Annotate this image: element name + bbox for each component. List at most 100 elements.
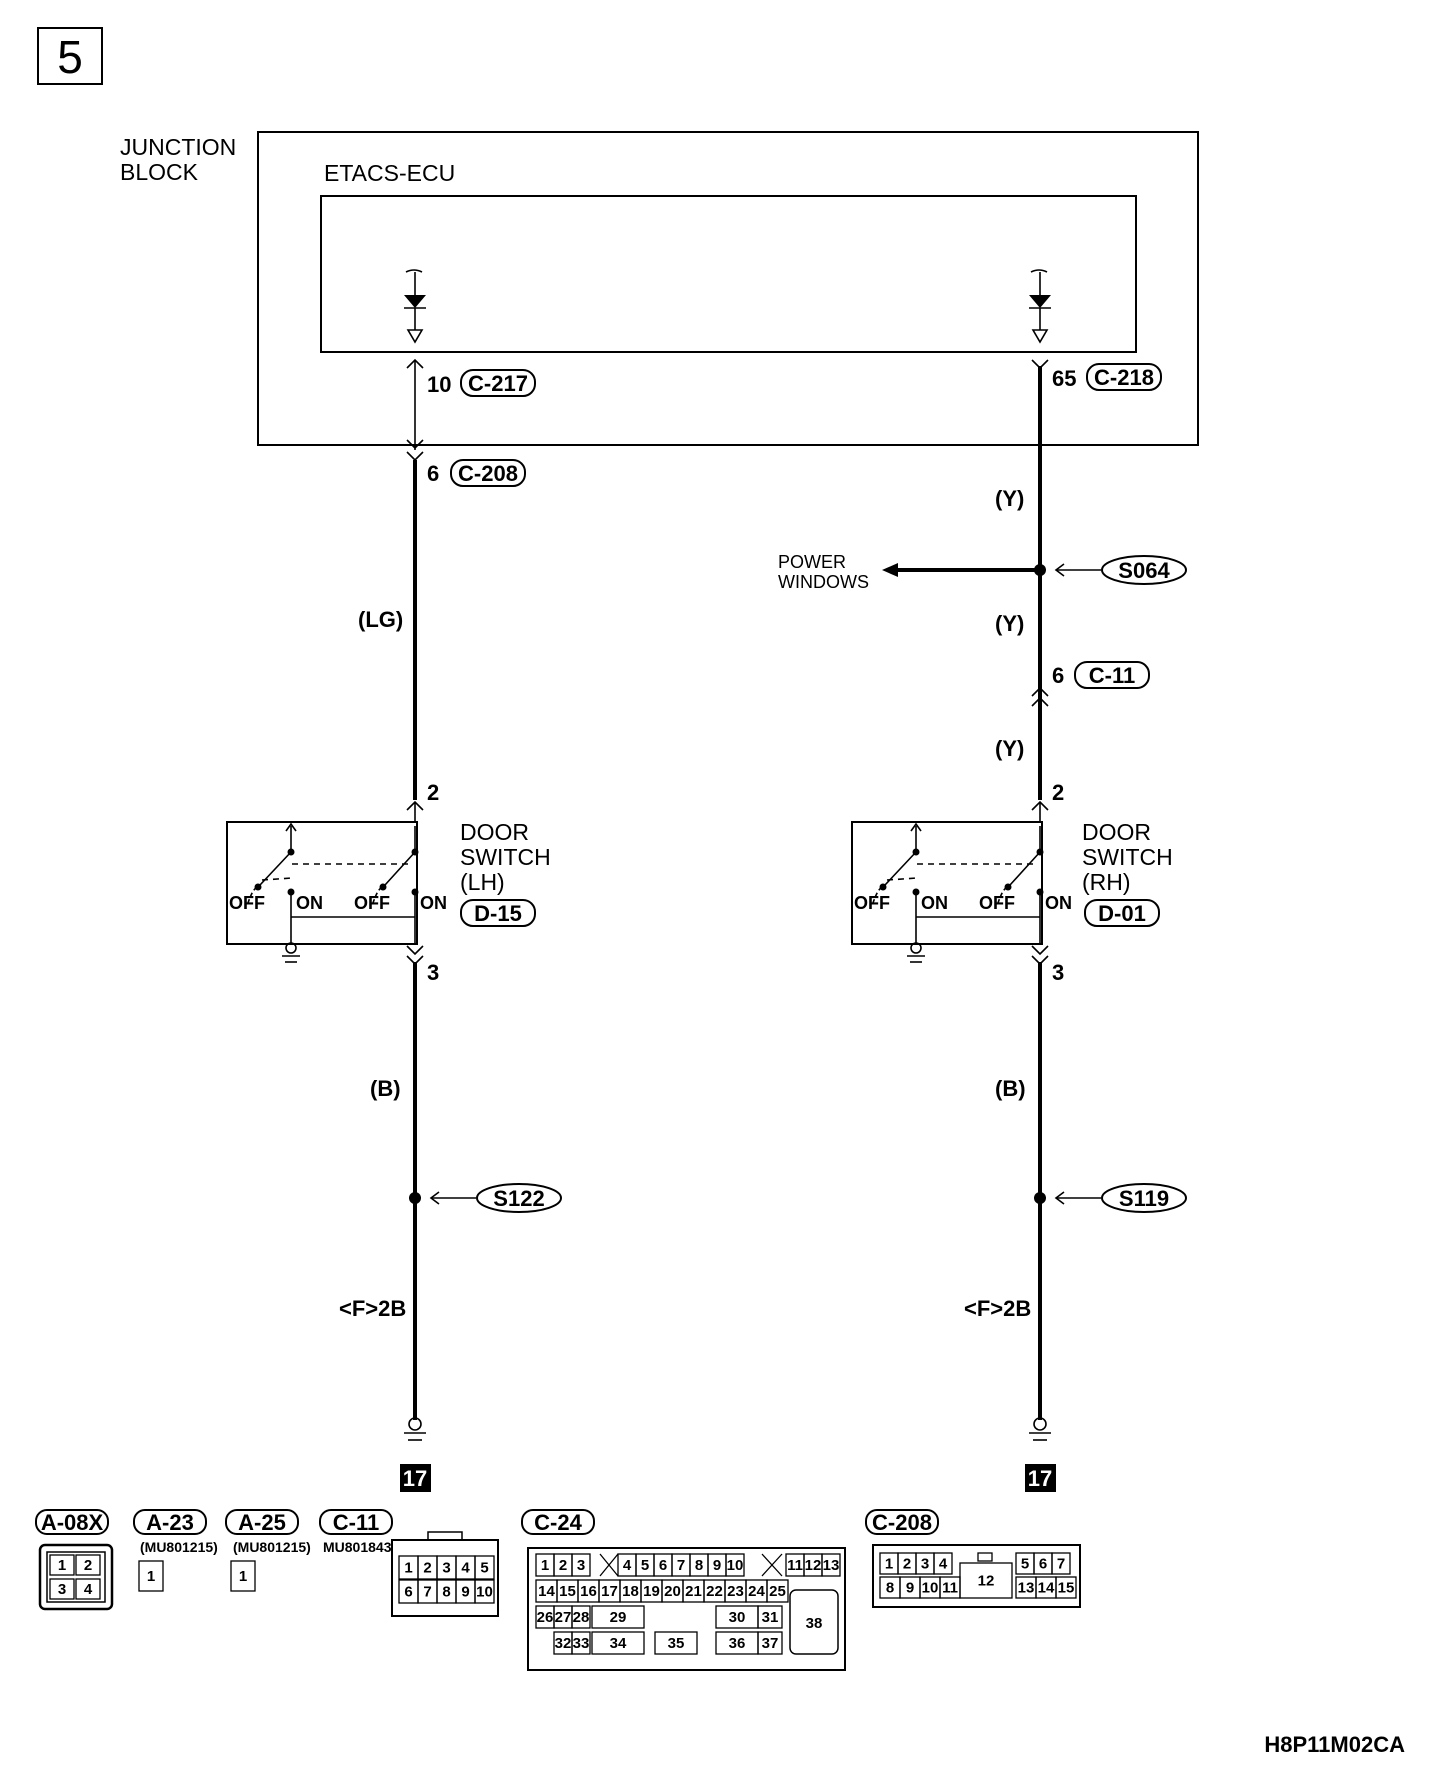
lh-on-label-1: ON	[296, 893, 323, 913]
connector-c24-pin: 3	[577, 1557, 585, 1574]
connector-a25-name: A-25	[238, 1510, 286, 1535]
connector-c208-pin: 3	[921, 1556, 929, 1573]
connector-c11-pin: 1	[404, 1560, 412, 1577]
connector-c24-pin: 37	[762, 1635, 779, 1652]
connector-c11-badge: C-11	[319, 1509, 393, 1535]
page-number-text: 5	[57, 31, 83, 83]
connector-c24-pin: 19	[643, 1583, 660, 1600]
ground-right	[1029, 1417, 1051, 1441]
connector-a08x-pin: 4	[84, 1581, 93, 1598]
rh-off-label-1: OFF	[854, 893, 890, 913]
lh-on-label-2: ON	[420, 893, 447, 913]
connector-c24-pin: 11	[787, 1557, 803, 1574]
left-ecu-connector-badge: C-217	[460, 369, 536, 397]
rh-switch-name-2: SWITCH	[1082, 844, 1173, 870]
connector-c24-pin: 20	[664, 1583, 681, 1600]
right-wire-color-2: (Y)	[995, 611, 1024, 636]
splice-s119-label: S119	[1119, 1186, 1169, 1211]
left-circuit: 10 C-217 6 C-208 (LG) 2	[226, 358, 562, 1492]
ground-left	[404, 1417, 426, 1441]
connector-c24-pin: 31	[762, 1609, 779, 1626]
connector-c208-pin: 15	[1058, 1580, 1075, 1597]
connector-c11-pin: 10	[476, 1584, 493, 1601]
connector-c24-pin: 8	[695, 1557, 703, 1574]
right-wire-color-bottom: (B)	[995, 1076, 1026, 1101]
connector-c208-badge: C-208	[865, 1509, 939, 1535]
right-switch-pin-bottom: 3	[1052, 960, 1064, 985]
connector-c208-pin: 7	[1057, 1556, 1065, 1573]
connector-a08x-pin: 2	[84, 1557, 92, 1574]
etacs-ecu: ETACS-ECU	[320, 160, 1137, 353]
lh-switch-name-1: DOOR	[460, 819, 529, 845]
connector-c24-pin: 36	[729, 1635, 746, 1652]
rh-off-label-2: OFF	[979, 893, 1015, 913]
connector-c208-pin: 11	[942, 1580, 958, 1597]
connector-c24-pin: 10	[727, 1557, 744, 1574]
connector-c208-pin: 4	[939, 1556, 948, 1573]
connector-c11-pin: 3	[442, 1560, 450, 1577]
connector-c24-pin: 27	[555, 1609, 572, 1626]
left-ecu-connector: C-217	[468, 371, 528, 396]
page-ref-left-text: 17	[403, 1466, 427, 1491]
lh-off-label-2: OFF	[354, 893, 390, 913]
connector-c24-badge: C-24	[521, 1509, 595, 1535]
left-ground-ref: <F>2B	[339, 1296, 406, 1321]
connector-c11-part: MU801843	[323, 1539, 392, 1555]
connector-c24-pin: 17	[601, 1583, 618, 1600]
right-ecu-connector: C-218	[1094, 365, 1154, 390]
splice-s122: S122	[476, 1183, 562, 1213]
connector-c24-pin: 7	[677, 1557, 685, 1574]
connector-c208-pin: 5	[1021, 1556, 1029, 1573]
connector-c24-pin: 23	[727, 1583, 744, 1600]
connector-a08x-pin: 1	[58, 1557, 66, 1574]
left-wire-color-top: (LG)	[358, 607, 403, 632]
lh-off-label-1: OFF	[229, 893, 265, 913]
connector-c24-pin: 13	[823, 1557, 840, 1574]
door-switch-rh: OFF ON OFF ON DOOR SWITCH (RH) D-01	[851, 802, 1173, 963]
connector-c11-pin: 2	[423, 1560, 431, 1577]
connector-a25-part: (MU801215)	[233, 1539, 311, 1555]
right-inline-pin: 6	[1052, 663, 1064, 688]
rh-switch-name-1: DOOR	[1082, 819, 1151, 845]
page-number: 5	[37, 27, 103, 85]
splice-s064-label: S064	[1118, 558, 1170, 583]
rh-on-label-1: ON	[921, 893, 948, 913]
connector-c11-pin: 5	[480, 1560, 488, 1577]
rh-switch-name-3: (RH)	[1082, 869, 1131, 895]
left-ecu-pin: 10	[427, 372, 451, 397]
connector-c24-pin: 15	[559, 1583, 576, 1600]
splice-s064: S064	[1101, 555, 1187, 585]
connector-c24-pin: 24	[748, 1583, 765, 1600]
door-switch-lh: OFF ON OFF ON DOOR SWITCH (LH) D-15	[226, 802, 551, 963]
figure-code: H8P11M02CA	[1264, 1732, 1405, 1757]
splice-s122-label: S122	[493, 1186, 544, 1211]
connector-c24-name: C-24	[534, 1510, 582, 1535]
page-ref-right-text: 17	[1028, 1466, 1052, 1491]
connector-c208-pin: 9	[906, 1580, 914, 1597]
connector-c11-pin: 9	[461, 1584, 469, 1601]
connector-c208-pin: 2	[903, 1556, 911, 1573]
junction-block-label-line2: BLOCK	[120, 159, 199, 185]
ecu-label: ETACS-ECU	[324, 160, 455, 186]
connector-c24-pin: 26	[537, 1609, 554, 1626]
left-jb-connector-badge: C-208	[450, 459, 526, 487]
lh-switch-connector: D-15	[474, 901, 522, 926]
connector-c11-pin: 4	[461, 1560, 470, 1577]
connector-c11-pin: 6	[404, 1584, 412, 1601]
connector-c24-pin: 12	[805, 1557, 822, 1574]
connector-c24-pin: 33	[573, 1635, 590, 1652]
junction-block-label-line1: JUNCTION	[120, 134, 236, 160]
connector-c24-pin: 32	[555, 1635, 572, 1652]
connector-c208-pin: 12	[978, 1573, 995, 1590]
connector-c24-pin: 14	[538, 1583, 555, 1600]
connector-c24-pin: 16	[580, 1583, 597, 1600]
right-wire-color-3: (Y)	[995, 736, 1024, 761]
lh-switch-connector-badge: D-15	[460, 899, 536, 927]
connector-c24-pin: 30	[729, 1609, 746, 1626]
connector-a08x-badge: A-08X	[35, 1509, 109, 1535]
